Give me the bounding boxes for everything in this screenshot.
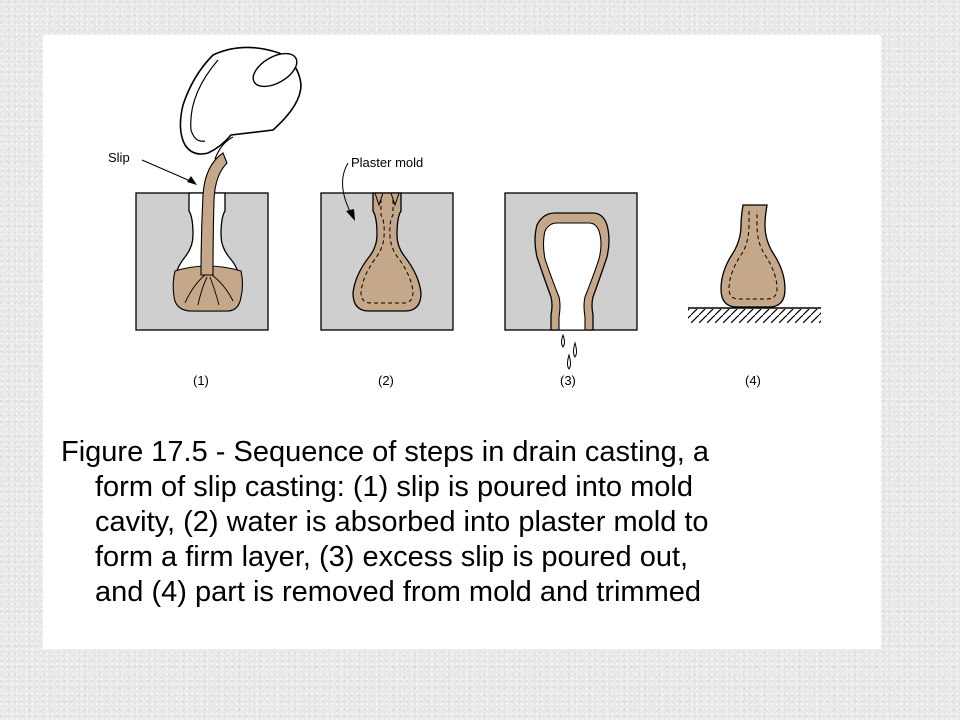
step-2-absorbing: Plaster mold (2): [320, 155, 454, 388]
hollow-interior-3: [542, 222, 602, 331]
caption-line-3: cavity, (2) water is absorbed into plast…: [95, 506, 709, 538]
mold-notch-2: [374, 192, 400, 207]
slip-stream-1: [200, 152, 228, 276]
slip-drops-3: [561, 333, 577, 370]
callout-slip: Slip: [108, 150, 130, 165]
step-label-1: (1): [193, 373, 209, 388]
firm-layer-2: [360, 199, 414, 304]
slip-fill-2: [352, 192, 422, 312]
callout-slip-leader: [141, 159, 196, 184]
callout-slip-arrowhead: [187, 176, 197, 185]
step-label-4: (4): [745, 373, 761, 388]
caption-line-2: form of slip casting: (1) slip is poured…: [95, 471, 693, 503]
step-3-draining: (3): [504, 192, 638, 388]
caption-line-5: and (4) part is removed from mold and tr…: [95, 576, 701, 608]
slip-pool-1: [172, 265, 244, 312]
caption-line-4: form a firm layer, (3) excess slip is po…: [95, 541, 689, 573]
vase-inner-line-4: [728, 211, 778, 300]
step-1-pouring: Slip (1): [108, 46, 302, 388]
callout-plaster-arrowhead: [346, 209, 355, 221]
callout-plaster-mold: Plaster mold: [351, 155, 423, 170]
vase-4: [720, 204, 786, 308]
pitcher-icon: [179, 46, 302, 160]
step-4-removed: (4): [688, 204, 821, 388]
slide-panel: Slip (1) Plaster mold (2): [43, 35, 881, 649]
step-label-3: (3): [560, 373, 576, 388]
step-label-2: (2): [378, 373, 394, 388]
figure-caption: Figure 17.5 - Sequence of steps in drain…: [61, 435, 871, 610]
splash-lines-1: [184, 274, 234, 306]
drain-casting-diagram: Slip (1) Plaster mold (2): [108, 46, 821, 388]
caption-line-1: Figure 17.5 - Sequence of steps in drain…: [61, 436, 710, 468]
ground-hatch-4: [688, 309, 821, 323]
